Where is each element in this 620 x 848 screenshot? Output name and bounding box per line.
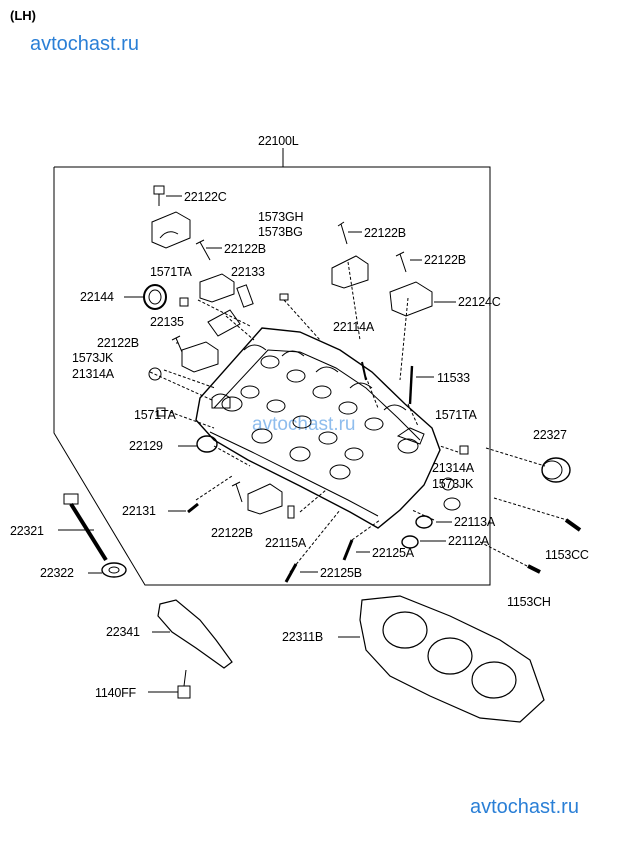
label-22113A: 22113A bbox=[454, 515, 495, 529]
watermark-bottom: avtochast.ru bbox=[470, 796, 579, 818]
label-1573GH: 1573GH bbox=[258, 210, 304, 224]
label-22122C: 22122C bbox=[184, 190, 227, 204]
label-22131: 22131 bbox=[122, 504, 156, 518]
part-22321 bbox=[63, 493, 108, 562]
label-11533: 11533 bbox=[437, 371, 470, 385]
label-22133: 22133 bbox=[231, 265, 265, 279]
cylinder-head-body bbox=[195, 327, 441, 529]
label-22129: 22129 bbox=[129, 439, 163, 453]
part-22144 bbox=[143, 284, 167, 310]
part-22122C bbox=[151, 185, 191, 249]
label-22125B: 22125B bbox=[320, 566, 362, 580]
label-1571TA-mid: 1571TA bbox=[134, 408, 176, 422]
label-22122B-right: 22122B bbox=[424, 253, 466, 267]
label-22122B-left: 22122B bbox=[97, 336, 139, 350]
label-22112A: 22112A bbox=[448, 534, 489, 548]
label-1571TA-left: 1571TA bbox=[150, 265, 192, 279]
label-1571TA-right: 1571TA bbox=[435, 408, 477, 422]
label-22115A: 22115A bbox=[265, 536, 306, 550]
assembly-frame-lower bbox=[53, 167, 491, 586]
label-22327: 22327 bbox=[533, 428, 567, 442]
label-22341: 22341 bbox=[106, 625, 140, 639]
watermark-top: avtochast.ru bbox=[30, 33, 139, 55]
label-22124C: 22124C bbox=[458, 295, 501, 309]
label-22322: 22322 bbox=[40, 566, 74, 580]
label-1573JK-left: 1573JK bbox=[72, 351, 114, 365]
label-1573BG: 1573BG bbox=[258, 225, 303, 239]
label-21314A-right: 21314A bbox=[432, 461, 474, 475]
label-22114A: 22114A bbox=[333, 320, 374, 334]
label-1573JK-right: 1573JK bbox=[432, 477, 474, 491]
assembly-frame bbox=[54, 166, 491, 434]
watermark-middle: avtochast.ru bbox=[252, 414, 356, 435]
part-22311B bbox=[359, 595, 545, 723]
label-22125A: 22125A bbox=[372, 546, 414, 560]
label-22100L: 22100L bbox=[258, 134, 299, 148]
label-22144: 22144 bbox=[80, 290, 114, 304]
variant-label: (LH) bbox=[10, 8, 36, 23]
label-1140FF: 1140FF bbox=[95, 686, 136, 700]
part-22341 bbox=[157, 599, 233, 669]
label-22122B-top-right: 22122B bbox=[364, 226, 406, 240]
label-22122B-bottom: 22122B bbox=[211, 526, 253, 540]
part-22322 bbox=[101, 562, 127, 578]
label-22135: 22135 bbox=[150, 315, 184, 329]
label-21314A-left: 21314A bbox=[72, 367, 114, 381]
label-1153CH: 1153CH bbox=[507, 595, 551, 609]
label-1153CC: 1153CC bbox=[545, 548, 589, 562]
label-22122B-top-mid: 22122B bbox=[224, 242, 266, 256]
label-22321: 22321 bbox=[10, 524, 44, 538]
label-22311B: 22311B bbox=[282, 630, 323, 644]
part-22124C bbox=[389, 281, 433, 317]
